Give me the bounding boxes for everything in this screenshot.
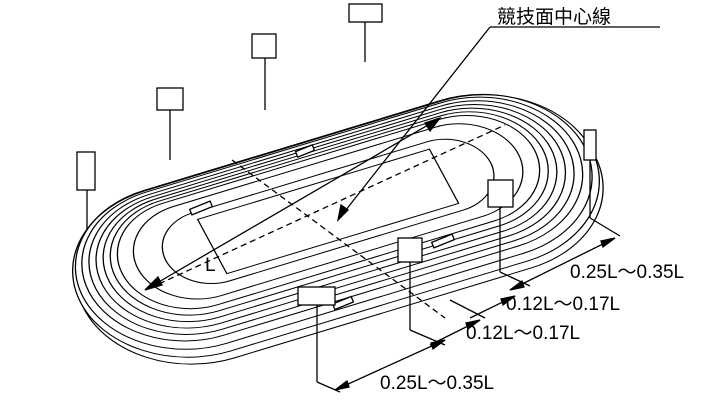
center-line-label: 競技面中心線 bbox=[497, 6, 612, 28]
length-arrow bbox=[144, 116, 442, 291]
dimension-label: 0.12L～0.17L bbox=[466, 323, 581, 344]
leader-line bbox=[336, 26, 660, 222]
dimension-label: 0.25L～0.35L bbox=[380, 373, 495, 394]
dimension-lines bbox=[316, 217, 621, 393]
track-markers bbox=[188, 144, 456, 311]
front-poles bbox=[297, 129, 597, 382]
track-base bbox=[72, 93, 604, 365]
dimension-label: 0.12L～0.17L bbox=[506, 294, 621, 315]
length-label: L bbox=[205, 255, 216, 276]
center-line bbox=[149, 124, 506, 289]
light-poles bbox=[76, 3, 383, 230]
dimension-label: 0.25L～0.35L bbox=[570, 262, 685, 283]
